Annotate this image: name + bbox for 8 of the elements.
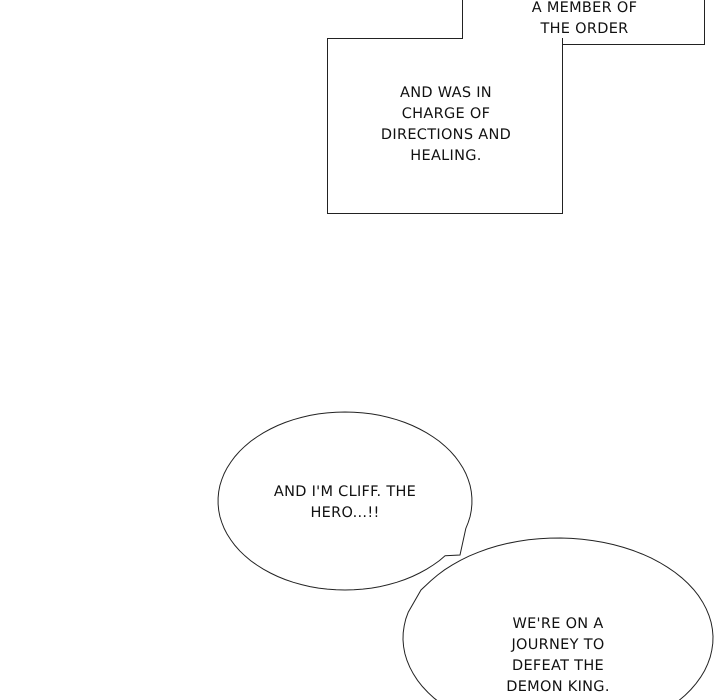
speech-bubble: [218, 412, 472, 590]
caption-text: AND I'M CLIFF. THE HERO...!!: [272, 483, 418, 523]
caption-text: A MEMBER OF THE ORDER: [530, 0, 638, 39]
caption-box: [327, 38, 563, 214]
caption-text: WE'RE ON A JOURNEY TO DEFEAT THE DEMON KING.: [505, 615, 611, 697]
caption-box: [462, 0, 705, 45]
speech-bubble: [403, 538, 713, 700]
caption-text: AND WAS IN CHARGE OF DIRECTIONS AND HEALING.: [380, 84, 512, 166]
